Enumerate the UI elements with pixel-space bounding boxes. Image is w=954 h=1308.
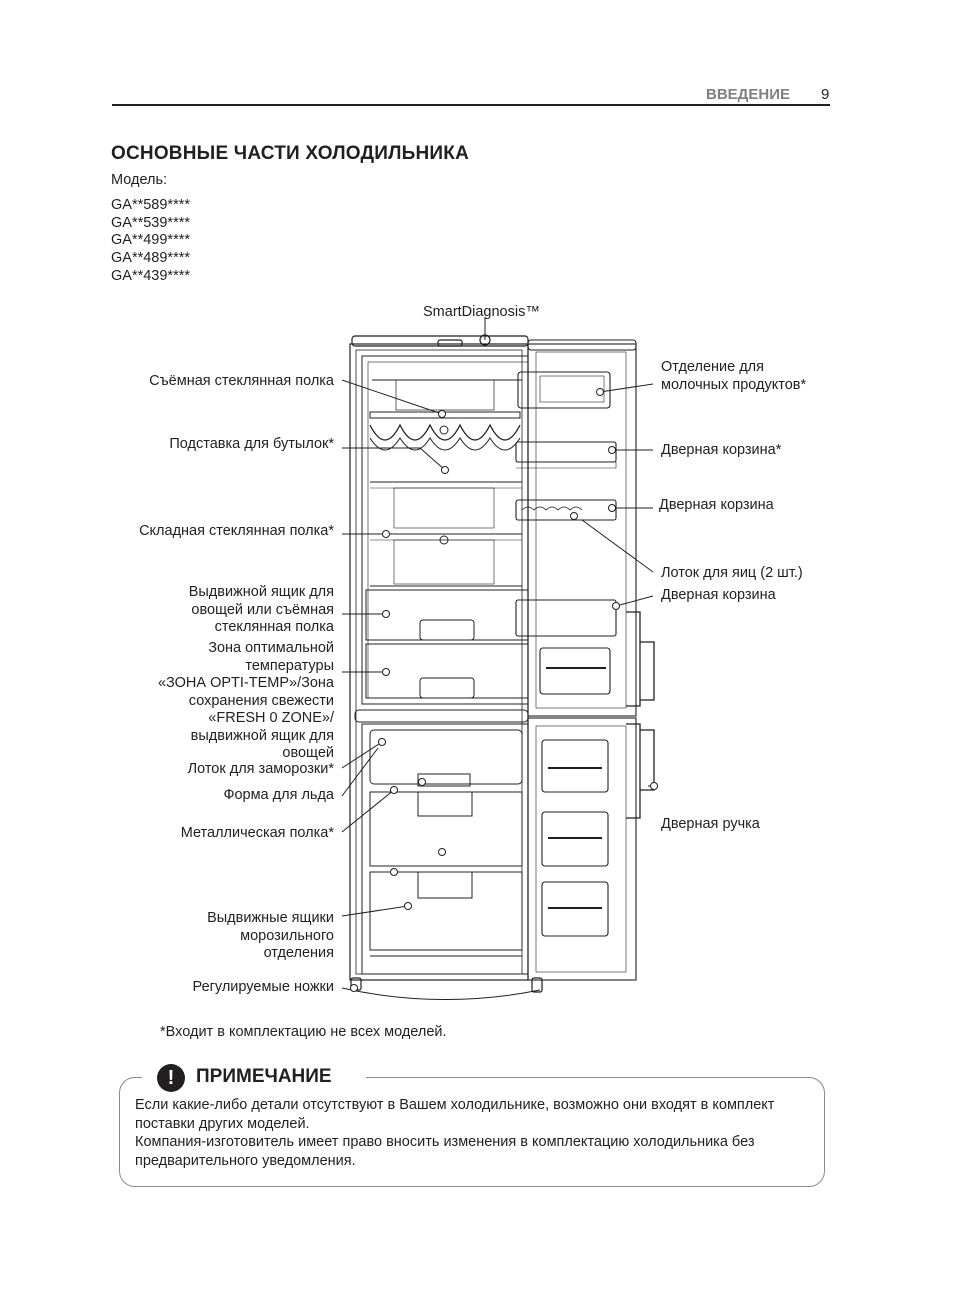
label-freezer-drawers: Выдвижные ящики морозильного отделения bbox=[207, 910, 334, 961]
model-item: GA**539**** bbox=[111, 214, 190, 231]
note-paragraph: Если какие-либо детали отсутствуют в Ваш… bbox=[135, 1097, 775, 1132]
label-opti-temp-zone: Зона оптимальной температуры «ЗОНА OPTI-… bbox=[157, 640, 334, 761]
label-egg-tray: Лоток для яиц (2 шт.) bbox=[661, 565, 803, 581]
freezer-door bbox=[527, 717, 637, 981]
section-title: ВВЕДЕНИЕ bbox=[706, 86, 790, 103]
label-dairy-compartment: Отделение для молочных продуктов* bbox=[661, 359, 807, 393]
header-rule bbox=[112, 104, 830, 106]
callout-dots bbox=[350, 388, 658, 992]
fridge-door bbox=[515, 339, 637, 717]
label-door-handle: Дверная ручка bbox=[661, 816, 760, 832]
model-item: GA**499**** bbox=[111, 232, 190, 249]
leader-lines bbox=[341, 318, 654, 1001]
model-item: GA**489**** bbox=[111, 250, 190, 267]
label-metal-shelf: Металлическая полка* bbox=[180, 825, 334, 841]
label-removable-glass-shelf: Съёмная стеклянная полка bbox=[149, 373, 334, 389]
note-title: ПРИМЕЧАНИЕ bbox=[196, 1066, 332, 1087]
note-box bbox=[119, 1077, 825, 1187]
label-folding-glass-shelf: Складная стеклянная полка* bbox=[139, 523, 334, 539]
model-item: GA**589**** bbox=[111, 197, 190, 213]
model-list: GA**589**** GA**539**** GA**499**** GA**… bbox=[111, 197, 190, 286]
model-item: GA**439**** bbox=[111, 267, 190, 284]
label-freezing-tray: Лоток для заморозки* bbox=[187, 761, 334, 777]
door-handles bbox=[626, 611, 655, 819]
cabinet-outline bbox=[349, 334, 543, 993]
page-number: 9 bbox=[821, 86, 830, 103]
label-bottle-holder: Подставка для бутылок* bbox=[169, 436, 334, 452]
exclamation-icon: ! bbox=[157, 1064, 185, 1092]
label-ice-tray: Форма для льда bbox=[223, 787, 334, 803]
footnote: *Входит в комплектацию не всех моделей. bbox=[160, 1024, 447, 1040]
page-title: ОСНОВНЫЕ ЧАСТИ ХОЛОДИЛЬНИКА bbox=[111, 143, 470, 164]
label-door-basket-2: Дверная корзина bbox=[659, 497, 774, 513]
note-text: Если какие-либо детали отсутствуют в Ваш… bbox=[135, 1096, 815, 1170]
label-adjustable-feet: Регулируемые ножки bbox=[192, 979, 334, 995]
label-vegetable-drawer: Выдвижной ящик для овощей или съёмная ст… bbox=[188, 584, 334, 635]
label-door-basket-1: Дверная корзина* bbox=[661, 442, 782, 458]
note-paragraph: Компания-изготовитель имеет право вносит… bbox=[135, 1134, 755, 1169]
model-label: Модель: bbox=[111, 172, 168, 188]
label-door-basket-3: Дверная корзина bbox=[661, 587, 776, 603]
fridge-shelves bbox=[365, 379, 529, 699]
freezer-drawers bbox=[369, 729, 523, 957]
label-smartdiagnosis: SmartDiagnosis™ bbox=[423, 304, 540, 320]
